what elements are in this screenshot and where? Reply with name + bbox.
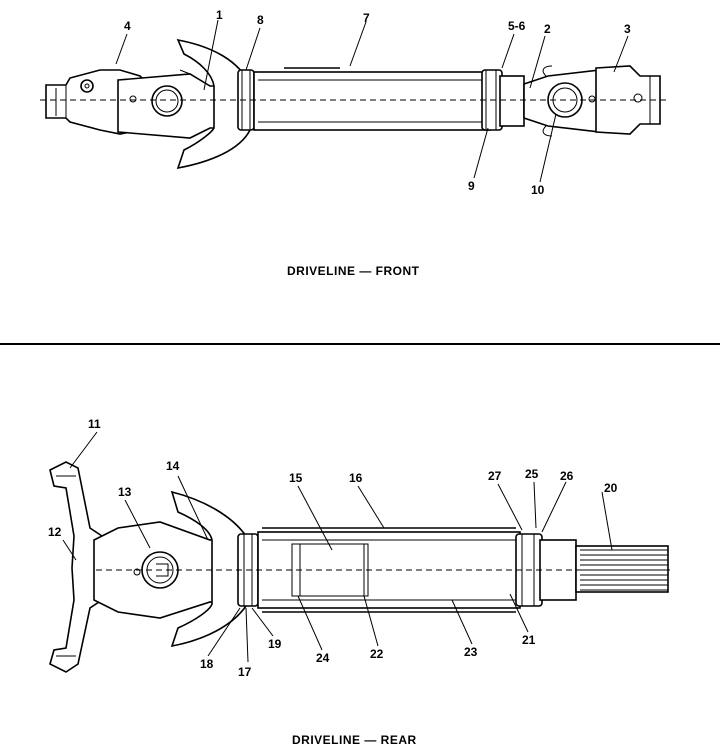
callout-14: 14 xyxy=(166,459,180,473)
rear-caption: DRIVELINE — REAR xyxy=(292,733,417,747)
callout-18: 18 xyxy=(200,657,214,671)
callout-8: 8 xyxy=(257,13,264,27)
callout-12: 12 xyxy=(48,525,62,539)
callout-25: 25 xyxy=(525,467,539,481)
rear-callouts: 11 12 13 14 15 16 27 25 26 20 18 17 19 2… xyxy=(48,417,618,679)
callout-5-6: 5-6 xyxy=(508,19,526,33)
callout-17: 17 xyxy=(238,665,252,679)
callout-26: 26 xyxy=(560,469,574,483)
callout-10: 10 xyxy=(531,183,545,197)
callout-2: 2 xyxy=(544,22,551,36)
front-driveline-drawing xyxy=(40,38,666,170)
callout-9: 9 xyxy=(468,179,475,193)
rear-leader-lines xyxy=(62,431,613,663)
callout-11: 11 xyxy=(88,417,101,431)
callout-19: 19 xyxy=(268,637,282,651)
rear-driveline-drawing xyxy=(49,461,670,673)
callout-15: 15 xyxy=(289,471,303,485)
front-leader-lines xyxy=(115,19,629,183)
front-callouts: 4 1 8 7 5-6 2 3 9 10 xyxy=(124,8,631,197)
callout-4: 4 xyxy=(124,19,131,33)
callout-1: 1 xyxy=(216,8,223,22)
callout-16: 16 xyxy=(349,471,363,485)
callout-22: 22 xyxy=(370,647,384,661)
callout-20: 20 xyxy=(604,481,618,495)
callout-27: 27 xyxy=(488,469,502,483)
front-caption: DRIVELINE — FRONT xyxy=(287,264,420,278)
callout-3: 3 xyxy=(624,22,631,36)
callout-13: 13 xyxy=(118,485,132,499)
callout-21: 21 xyxy=(522,633,536,647)
callout-23: 23 xyxy=(464,645,478,659)
callout-24: 24 xyxy=(316,651,330,665)
callout-7: 7 xyxy=(363,11,370,25)
